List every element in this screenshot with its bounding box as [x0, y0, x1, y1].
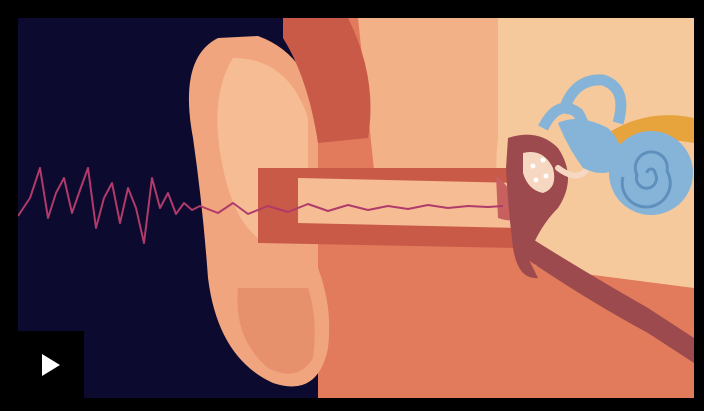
ossicle-dot — [534, 178, 539, 183]
play-button[interactable] — [18, 331, 84, 398]
ossicle-dot — [531, 164, 536, 169]
ear-anatomy-illustration — [18, 18, 694, 398]
ossicle-dot — [541, 158, 546, 163]
cochlea — [609, 131, 693, 215]
ear-canal-opening — [298, 178, 518, 228]
video-frame[interactable] — [18, 18, 694, 398]
play-icon — [40, 352, 62, 378]
ossicle-dot — [544, 174, 549, 179]
